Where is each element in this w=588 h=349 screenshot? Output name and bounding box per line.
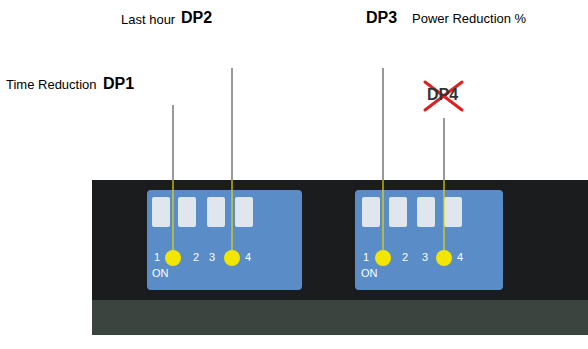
leader-lines-yellow [173,180,444,250]
switch-number: 2 [402,251,408,264]
cross-out-mark [425,82,462,110]
switch-name: DP1 [103,75,134,93]
switch-name: DP4 [427,86,458,104]
dip-switch-block [355,190,503,290]
switch-number: 1 [363,251,369,264]
switch-number: 2 [193,251,199,264]
leader-lines [173,68,444,180]
switch-number: 4 [245,251,251,264]
switch-number: 3 [209,251,215,264]
marker-dots [165,250,452,266]
switch-name: DP2 [181,9,212,27]
board-background [92,180,588,335]
pcb-strip [92,300,588,335]
switch-number: 1 [154,251,160,264]
switch-on-mark: ON [361,267,378,280]
dip-switch-block [147,190,302,290]
switch-toggles [152,197,462,227]
switch-name: DP3 [366,9,397,27]
callout-text: Time Reduction [6,78,97,93]
callout-text: Power Reduction % [412,12,526,27]
switch-on-mark: ON [152,267,169,280]
switch-number: 4 [457,251,463,264]
callout-text: Last hour [121,13,175,28]
switch-number: 3 [422,251,428,264]
